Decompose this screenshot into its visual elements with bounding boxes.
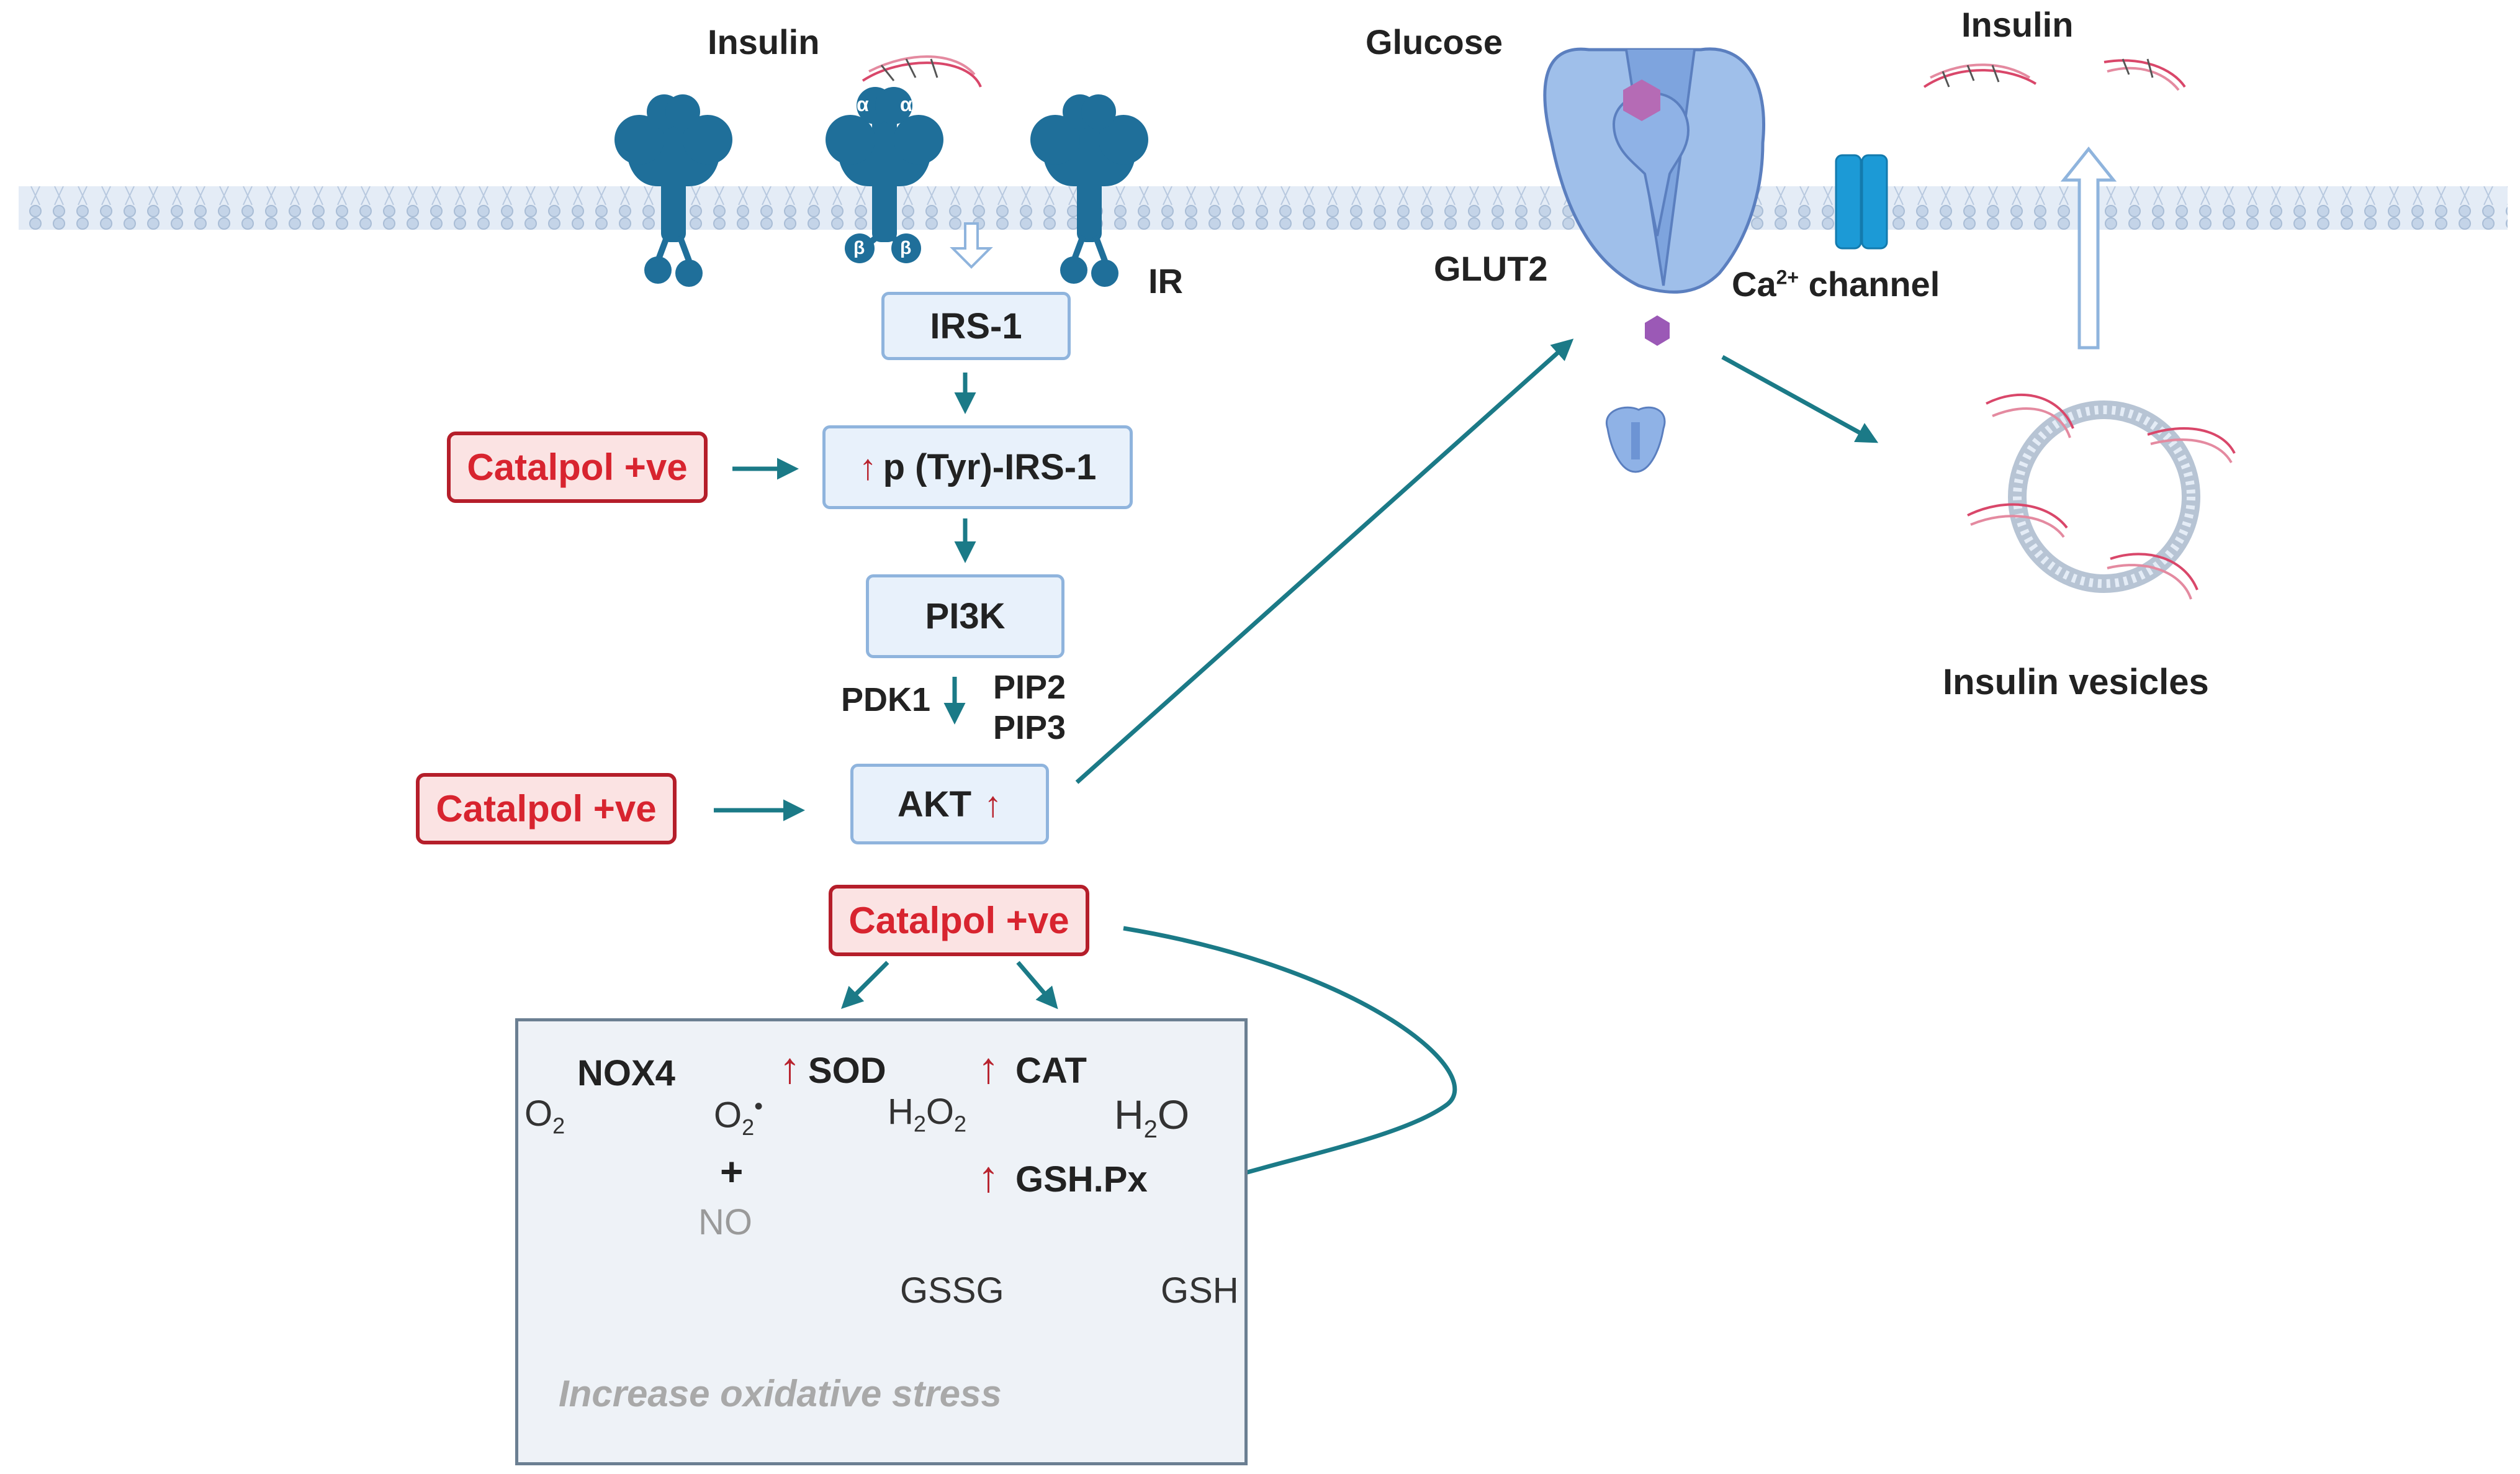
o2-sub: 2	[552, 1113, 565, 1139]
akt-text: AKT	[897, 784, 972, 825]
calcium-channel-label-rest: channel	[1799, 265, 1940, 304]
alpha-label-2: α	[900, 93, 912, 115]
arrow-glut2-to-vesicle	[1721, 355, 1879, 443]
pip3-label: PIP3	[993, 709, 1066, 746]
insulin-label-right: Insulin	[1961, 5, 2074, 44]
p-tyr-irs1-text: p (Tyr)-IRS-1	[883, 447, 1097, 487]
superoxide-o: O	[714, 1095, 742, 1136]
increase-oxidative-stress-label: Increase oxidative stress	[559, 1373, 1002, 1414]
arrow-catalpol3-to-box-left	[841, 961, 889, 1009]
catalpol-box-3: Catalpol +ve	[829, 885, 1089, 956]
h2o2-sub2: 2	[954, 1111, 967, 1137]
sod-up-arrow: ↑	[779, 1044, 801, 1092]
glut2-transporter	[1543, 47, 1765, 294]
pip2-label: PIP2	[993, 669, 1066, 706]
insulin-vesicles-label: Insulin vesicles	[1943, 662, 2209, 702]
gshpx-label: ↑ GSH.Px	[978, 1155, 1148, 1198]
hollow-arrow-down	[950, 222, 993, 269]
akt-up-arrow: ↑	[984, 784, 1002, 825]
h2o-h: H	[1114, 1092, 1144, 1137]
pi3k-box: PI3K	[866, 574, 1064, 658]
gssg-label: GSSG	[900, 1270, 1004, 1311]
p-tyr-irs1-box: ↑p (Tyr)-IRS-1	[822, 425, 1133, 509]
insulin-vesicle	[1967, 394, 2236, 600]
insulin-receptor-3	[1030, 94, 1148, 287]
superoxide-dot: •	[754, 1093, 763, 1120]
irs1-box: IRS-1	[881, 292, 1071, 360]
oxidative-stress-panel	[515, 1018, 1248, 1465]
arrow-catalpol3-to-box-right	[1016, 961, 1058, 1010]
insulin-molecule-bound	[862, 55, 982, 88]
p-tyr-irs1-up-arrow: ↑	[858, 447, 877, 487]
h2o2-label: H2O2	[888, 1094, 966, 1136]
h2o2-sub1: 2	[913, 1111, 926, 1137]
akt-box: AKT ↑	[850, 764, 1049, 844]
insulin-release-arrow	[2060, 146, 2117, 350]
insulin-receptor-1	[614, 94, 732, 287]
gshpx-up-arrow: ↑	[978, 1152, 999, 1201]
plus-label: +	[720, 1149, 744, 1194]
insulin-label-left: Insulin	[708, 22, 820, 61]
insulin-receptor-2	[826, 87, 943, 263]
ir-label: IR	[1148, 261, 1183, 301]
cat-label: ↑ CAT	[978, 1046, 1087, 1090]
gsh-label: GSH	[1161, 1270, 1239, 1311]
h2o2-h: H	[888, 1092, 914, 1132]
pdk1-label: PDK1	[841, 681, 931, 718]
cat-up-arrow: ↑	[978, 1044, 999, 1092]
no-label: NO	[698, 1202, 752, 1242]
o2-o: O	[524, 1093, 553, 1134]
cell-membrane	[19, 186, 2508, 230]
insulin-molecules-released	[1923, 58, 2186, 91]
glucose-molecule	[1645, 315, 1670, 346]
catalpol-box-1: Catalpol +ve	[447, 432, 708, 503]
sod-text: SOD	[808, 1051, 886, 1091]
catalpol-box-2: Catalpol +ve	[416, 773, 677, 844]
glut2-label: GLUT2	[1434, 249, 1548, 288]
o2-label: O2	[524, 1096, 565, 1137]
glucose-label: Glucose	[1366, 22, 1503, 61]
sod-label: ↑SOD	[779, 1046, 886, 1090]
h2o-label: H2O	[1114, 1094, 1189, 1142]
h2o-sub: 2	[1143, 1116, 1158, 1144]
h2o-o: O	[1157, 1092, 1190, 1137]
alpha-label-1: α	[857, 93, 869, 115]
superoxide-sub: 2	[742, 1114, 755, 1140]
superoxide-label: O2•	[714, 1094, 763, 1139]
calcium-channel-label: Ca2+ channel	[1732, 267, 1940, 302]
beta-label-2: β	[900, 238, 912, 258]
calcium-channel	[1835, 154, 1888, 250]
beta-label-1: β	[853, 238, 865, 258]
arrow-catalpol3-to-gshpx	[1123, 926, 1457, 1188]
glut-vesicle	[1605, 406, 1666, 473]
calcium-channel-label-ca: Ca	[1732, 265, 1776, 304]
gshpx-text: GSH.Px	[1015, 1159, 1148, 1200]
cat-text: CAT	[1015, 1051, 1087, 1091]
calcium-channel-label-sup: 2+	[1776, 266, 1799, 289]
h2o2-o: O	[925, 1092, 955, 1132]
arrow-akt-to-glut2	[1075, 338, 1574, 784]
nox4-label: NOX4	[577, 1053, 675, 1093]
